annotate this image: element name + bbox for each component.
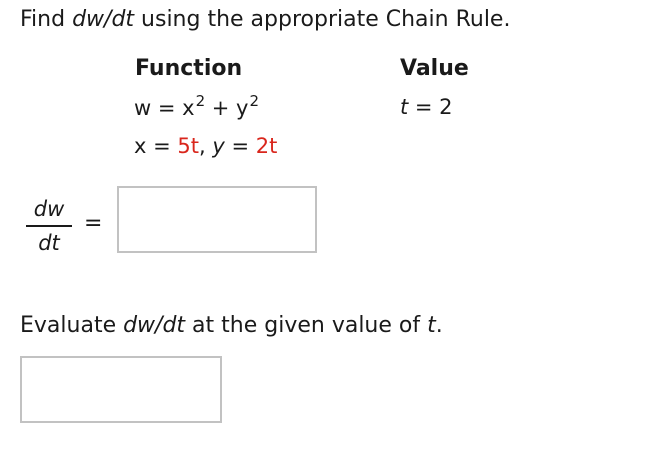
question-derivative: dw/dt <box>72 7 135 32</box>
xy-comma: , <box>199 134 213 158</box>
w-exponent-2: 2 <box>249 92 260 110</box>
fraction-numerator: dw <box>33 197 65 221</box>
fraction-bar <box>26 225 72 227</box>
question-find-derivative: Find dw/dt using the appropriate Chain R… <box>20 7 510 32</box>
function-header: Function <box>135 56 243 81</box>
question-suffix: using the appropriate Chain Rule. <box>134 7 511 32</box>
x-label: x <box>134 134 147 158</box>
w-exponent-1: 2 <box>195 92 206 110</box>
y-label: y <box>212 134 225 158</box>
t-rest: = 2 <box>408 95 453 119</box>
evaluate-derivative: dw/dt <box>123 313 186 338</box>
evaluate-var: t <box>427 313 436 338</box>
evaluate-prefix: Evaluate <box>20 313 124 338</box>
y-equals: = <box>224 134 256 158</box>
t-var: t <box>400 95 409 119</box>
x-value: 5t <box>177 134 199 158</box>
w-lhs: w = x <box>134 96 195 120</box>
w-equation: w = x2 + y2 <box>134 92 259 120</box>
evaluate-end: . <box>435 313 443 338</box>
value-header: Value <box>400 56 469 81</box>
derivative-fraction: dw dt <box>26 196 72 257</box>
y-value: 2t <box>255 134 278 158</box>
derivative-answer-input[interactable] <box>117 186 317 253</box>
xy-equation: x = 5t, y = 2t <box>134 134 277 158</box>
evaluated-answer-input[interactable] <box>20 356 222 423</box>
question-prefix: Find <box>20 7 73 32</box>
x-equals: = <box>146 134 178 158</box>
evaluate-middle: at the given value of <box>185 313 428 338</box>
t-value: t = 2 <box>400 95 453 119</box>
fraction-denominator: dt <box>38 231 60 255</box>
question-evaluate: Evaluate dw/dt at the given value of t. <box>20 313 443 338</box>
w-mid: + y <box>205 96 249 120</box>
equals-sign: = <box>84 211 103 236</box>
